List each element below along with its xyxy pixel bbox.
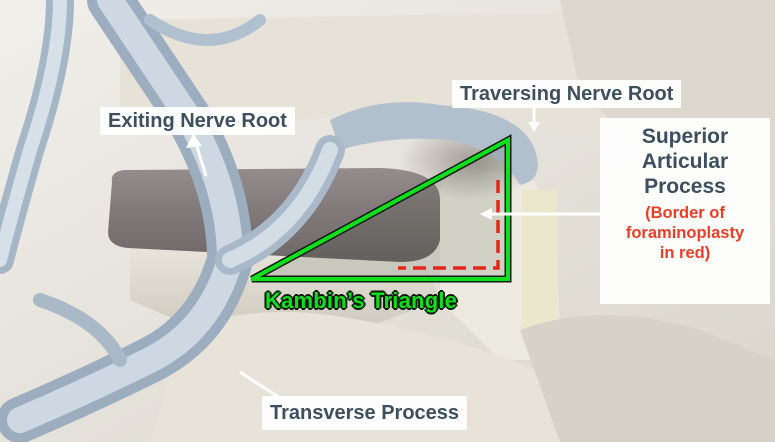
sap-label-line-2: Articular (602, 149, 768, 174)
kambins-triangle-label: Kambin’s Triangle (265, 288, 457, 314)
note-line-1: (Border of (602, 203, 768, 223)
note-line-2: foraminoplasty (602, 223, 768, 243)
note-line-3: in red) (602, 243, 768, 263)
transverse-process-label: Transverse Process (262, 396, 467, 430)
superior-articular-process-label: Superior Articular Process (Border of fo… (600, 118, 770, 304)
foraminoplasty-note: (Border of foraminoplasty in red) (602, 203, 768, 263)
exiting-nerve-root-label: Exiting Nerve Root (100, 107, 295, 135)
sap-highlight (522, 190, 558, 330)
sap-label-line-1: Superior (602, 124, 768, 149)
sap-label-line-3: Process (602, 174, 768, 199)
traversing-nerve-root-label: Traversing Nerve Root (452, 80, 681, 108)
